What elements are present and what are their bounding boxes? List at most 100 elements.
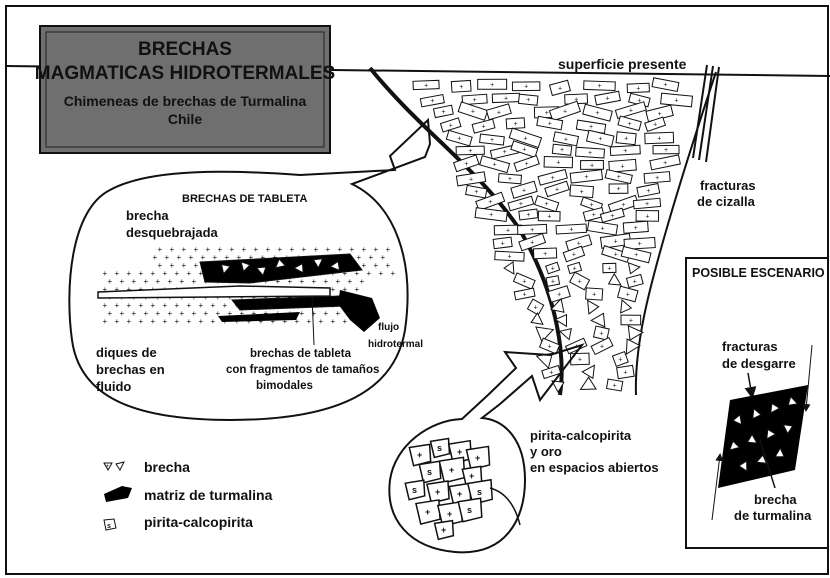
fragment-plus: +	[526, 212, 530, 219]
crushed-breccia-plus: +	[103, 317, 108, 326]
fragment-plus: +	[523, 135, 527, 142]
crushed-breccia-plus: +	[324, 309, 329, 318]
crushed-breccia-plus: +	[127, 317, 132, 326]
crushed-breccia-plus: +	[247, 317, 252, 326]
breccia-fragment	[497, 172, 523, 185]
breccia-fragment	[461, 93, 488, 106]
pyrite-fragment-symbol: +	[425, 507, 430, 517]
crushed-breccia-plus: +	[127, 269, 132, 278]
fragment-plus: +	[508, 176, 512, 183]
breccia-fragment	[594, 90, 621, 106]
fragment-plus: +	[560, 147, 564, 154]
breccia-fragment	[240, 260, 251, 273]
crushed-breccia-plus: +	[264, 309, 269, 318]
fragment-plus: +	[545, 110, 549, 117]
crushed-breccia-plus: +	[254, 245, 259, 254]
pyrite-bubble	[388, 343, 585, 554]
fragment-plus: +	[601, 225, 605, 232]
breccia-fragment	[550, 297, 565, 313]
crushed-breccia-plus: +	[391, 269, 396, 278]
breccia-fragment	[517, 93, 539, 106]
crushed-breccia-plus: +	[108, 277, 113, 286]
breccia-fragment	[536, 115, 564, 131]
breccia-fragment	[255, 266, 267, 277]
crushed-breccia-plus: +	[381, 253, 386, 262]
tourmaline-breccia-label-2: de turmalina	[734, 508, 812, 523]
breccia-fragment	[782, 423, 794, 435]
crushed-breccia-plus: +	[295, 317, 300, 326]
crushed-breccia-plus: +	[348, 277, 353, 286]
breccia-fragment	[579, 376, 597, 391]
breccia-fragment	[312, 258, 324, 269]
breccia-fragment	[494, 250, 525, 262]
crushed-breccia-plus: +	[324, 277, 329, 286]
crushed-breccia-plus: +	[242, 245, 247, 254]
crushed-breccia-plus: +	[319, 317, 324, 326]
breccia-fragment	[615, 131, 637, 146]
breccia-fragment	[518, 233, 547, 252]
breccia-fragment	[558, 327, 572, 341]
breccia-fragment	[439, 117, 462, 133]
crushed-breccia-plus: +	[168, 277, 173, 286]
breccia-fragment	[592, 325, 610, 341]
crushed-breccia-plus: +	[108, 309, 113, 318]
breccia-fragment	[479, 133, 505, 146]
fragment-plus: +	[488, 199, 492, 206]
breccia-fragment	[583, 80, 616, 92]
crushed-breccia-plus: +	[182, 245, 187, 254]
fragment-plus: +	[626, 292, 630, 299]
crushed-breccia-plus: +	[175, 269, 180, 278]
breccia-fragment	[554, 313, 568, 328]
tablet-breccia-bubble	[68, 117, 432, 422]
crushed-breccia-plus: +	[175, 317, 180, 326]
crushed-breccia-plus: +	[338, 245, 343, 254]
fragment-plus: +	[616, 186, 620, 193]
legend: + brecha matriz de turmalina s pirita-ca…	[103, 459, 273, 531]
fragment-plus: +	[548, 344, 552, 351]
fragment-plus: +	[501, 240, 505, 247]
crushed-breccia-plus: +	[187, 317, 192, 326]
fragment-plus: +	[658, 111, 662, 118]
title-line-2: MAGMATICAS HIDROTERMALES	[35, 63, 335, 84]
legend-breccia-label: brecha	[144, 459, 190, 475]
crushed-breccia-plus: +	[182, 261, 187, 270]
breccia-fragment	[569, 184, 595, 199]
tear-fractures-label-1: fracturas	[722, 339, 778, 354]
breccia-fragment	[274, 258, 287, 269]
breccia-fragment	[535, 326, 555, 343]
breccia-fragment	[622, 220, 649, 234]
fragment-plus: +	[430, 98, 434, 105]
fragment-plus: +	[497, 109, 501, 116]
pyrite-fragment-symbol: +	[475, 453, 480, 463]
breccia-fragment	[609, 144, 641, 157]
fragment-plus: +	[508, 254, 512, 261]
breccia-fragment	[516, 223, 548, 236]
crushed-breccia-plus: +	[103, 301, 108, 310]
crushed-breccia-plus: +	[156, 277, 161, 286]
breccia-fragment	[513, 155, 540, 173]
fragment-plus: +	[577, 241, 581, 248]
breccia-fragment	[585, 287, 604, 301]
crushed-breccia-plus: +	[115, 301, 120, 310]
breccia-fragment	[455, 145, 485, 156]
crushed-breccia-plus: +	[194, 245, 199, 254]
crushed-breccia-plus: +	[264, 293, 269, 302]
fragment-plus: +	[592, 292, 596, 299]
breccia-fragment	[543, 155, 574, 169]
crushed-breccia-plus: +	[386, 261, 391, 270]
breccia-fragment	[532, 247, 558, 260]
fragment-plus: +	[526, 97, 530, 104]
crushed-breccia-plus: +	[240, 309, 245, 318]
fragment-plus: +	[522, 279, 526, 286]
crushed-breccia-plus: +	[374, 261, 379, 270]
crushed-breccia-plus: +	[230, 245, 235, 254]
scenario-fragments	[728, 395, 799, 473]
fragment-plus: +	[530, 240, 534, 247]
crushed-breccia-plus: +	[237, 253, 242, 262]
crushed-breccia-plus: +	[175, 301, 180, 310]
fragment-plus: +	[513, 121, 517, 128]
breccia-fragment	[620, 245, 652, 264]
fragment-plus: +	[523, 292, 527, 299]
crushed-breccia-plus: +	[180, 309, 185, 318]
